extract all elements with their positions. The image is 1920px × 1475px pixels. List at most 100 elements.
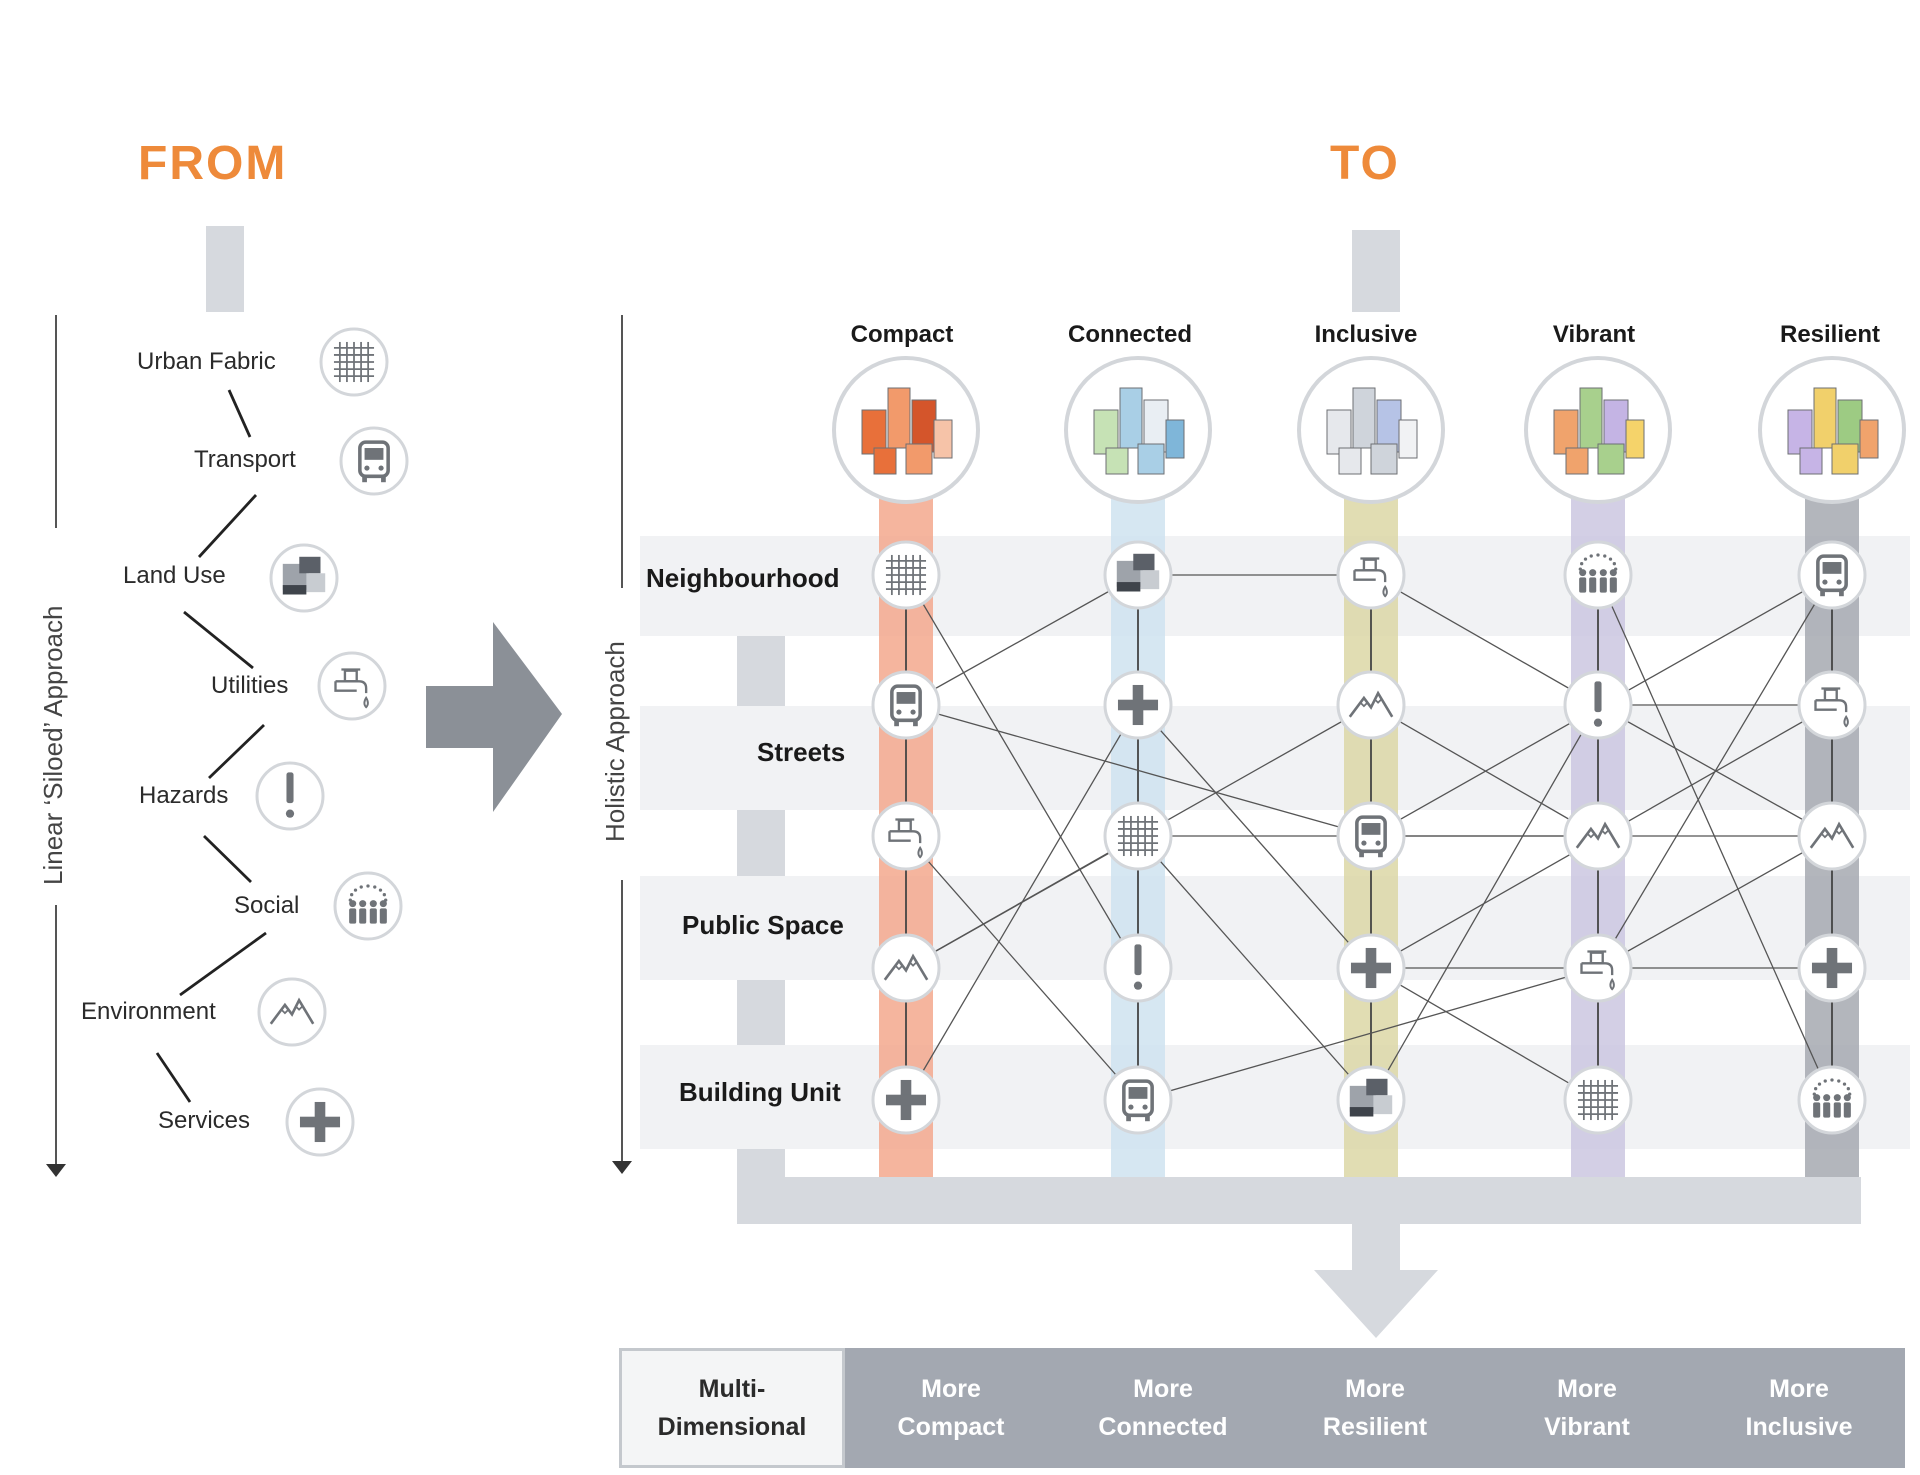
sector-link — [183, 610, 254, 670]
vibrant-node-mountain-icon — [1563, 801, 1633, 871]
cross-link — [1597, 574, 1833, 1101]
scale-band — [640, 1045, 1910, 1149]
cross-link — [1137, 967, 1599, 1101]
inclusive-node-plus-icon — [1336, 933, 1406, 1003]
outcome-more-compact: More Compact — [897, 1375, 1005, 1441]
scale-connector — [737, 810, 785, 876]
linear-axis-arrowhead — [46, 1164, 66, 1177]
scale-label-streets: Streets — [757, 737, 846, 767]
column-title-resilient: Resilient — [1779, 321, 1881, 348]
from-connector — [206, 226, 244, 312]
sector-link — [155, 1052, 192, 1103]
scale-connector — [737, 1149, 785, 1177]
compact-node-plus-icon — [871, 1065, 941, 1135]
resilient-node-plus-icon — [1797, 933, 1867, 1003]
vibrant-node-grid-icon — [1563, 1065, 1633, 1135]
to-title: TO — [1330, 137, 1400, 190]
outcome-more-connected: More Connected — [1098, 1375, 1228, 1441]
scale-band — [640, 876, 1910, 980]
column-illustration-inclusive — [1297, 356, 1445, 504]
sector-label-services: Services — [158, 1107, 251, 1134]
column-illustration-resilient — [1758, 356, 1906, 504]
vibrant-node-people-icon — [1563, 540, 1633, 610]
holistic-approach-label: Holistic Approach — [600, 641, 630, 842]
cross-link — [905, 704, 1139, 1101]
outcome-multi-dimensional: Multi- Dimensional — [619, 1348, 845, 1468]
scale-band — [640, 536, 1910, 636]
scale-label-neighbourhood: Neighbourhood — [646, 563, 840, 593]
cross-link — [1370, 967, 1599, 1101]
collector-bar — [737, 1177, 1861, 1224]
cross-link — [905, 574, 1139, 706]
sector-link — [197, 494, 258, 558]
column-title-compact: Compact — [850, 321, 954, 348]
sector-node-plus-icon — [285, 1087, 355, 1157]
outcome-more-vibrant: More Vibrant — [1544, 1375, 1630, 1441]
linear-approach-label: Linear ‘Siloed’ Approach — [38, 605, 68, 885]
connected-node-exclamation-icon — [1103, 933, 1173, 1003]
sector-label-land-use: Land Use — [123, 562, 226, 589]
cross-link — [1137, 835, 1372, 1101]
sector-label-environment: Environment — [81, 998, 216, 1025]
sector-label-urban-fabric: Urban Fabric — [137, 348, 276, 375]
transition-arrow — [426, 622, 562, 812]
sector-node-people-icon — [333, 871, 403, 941]
holistic-axis-arrowhead — [612, 1161, 632, 1174]
cross-link — [905, 835, 1139, 1101]
connected-node-buildings-icon — [1103, 540, 1173, 610]
connected-node-grid-icon — [1103, 801, 1173, 871]
sector-node-grid-icon — [319, 327, 389, 397]
cross-link — [1370, 574, 1599, 706]
sector-link — [208, 723, 265, 780]
cross-link — [905, 704, 1372, 837]
cross-link — [1597, 835, 1833, 969]
sector-link — [203, 834, 252, 884]
to-connector — [1352, 230, 1400, 312]
cross-link — [1370, 704, 1599, 837]
inclusive-node-bus-icon — [1336, 801, 1406, 871]
resilient-node-faucet-icon — [1797, 670, 1867, 740]
compact-node-mountain-icon — [871, 933, 941, 1003]
column-title-inclusive: Inclusive — [1314, 321, 1418, 348]
resilient-node-bus-icon — [1797, 540, 1867, 610]
connected-node-plus-icon — [1103, 670, 1173, 740]
compact-node-bus-icon — [871, 670, 941, 740]
outcome-arrow — [1314, 1224, 1438, 1338]
vibrant-node-exclamation-icon — [1563, 670, 1633, 740]
sector-label-hazards: Hazards — [139, 782, 229, 809]
compact-node-faucet-icon — [871, 801, 941, 871]
inclusive-node-buildings-icon — [1336, 1065, 1406, 1135]
vibrant-node-faucet-icon — [1563, 933, 1633, 1003]
outcome-more-resilient: More Resilient — [1322, 1375, 1428, 1441]
column-title-vibrant: Vibrant — [1552, 321, 1636, 348]
column-illustration-vibrant — [1524, 356, 1672, 504]
from-title: FROM — [138, 137, 288, 190]
scale-connector — [737, 980, 785, 1045]
sector-link — [179, 931, 267, 997]
sector-label-transport: Transport — [194, 446, 296, 473]
scale-label-building-unit: Building Unit — [679, 1077, 841, 1107]
sector-label-utilities: Utilities — [211, 672, 289, 699]
sector-node-exclamation-icon — [255, 761, 325, 831]
sector-node-buildings-icon — [269, 543, 339, 613]
cross-link — [1370, 704, 1599, 1101]
sector-node-mountain-icon — [257, 977, 327, 1047]
compact-node-grid-icon — [871, 540, 941, 610]
sector-node-faucet-icon — [317, 651, 387, 721]
inclusive-node-faucet-icon — [1336, 540, 1406, 610]
sector-link — [227, 389, 252, 438]
inclusive-node-mountain-icon — [1336, 670, 1406, 740]
sector-node-bus-icon — [339, 426, 409, 496]
scale-connector — [737, 636, 785, 706]
column-illustration-connected — [1064, 356, 1212, 504]
cross-link — [1597, 574, 1833, 969]
scale-label-public-space: Public Space — [682, 910, 844, 940]
outcomes-bar: Multi- Dimensional More Compact More Con… — [619, 1348, 1905, 1468]
column-illustration-compact — [832, 356, 980, 504]
sector-label-social: Social — [234, 892, 300, 919]
resilient-node-mountain-icon — [1797, 801, 1867, 871]
scale-band — [640, 706, 1910, 810]
column-title-connected: Connected — [1067, 321, 1193, 348]
